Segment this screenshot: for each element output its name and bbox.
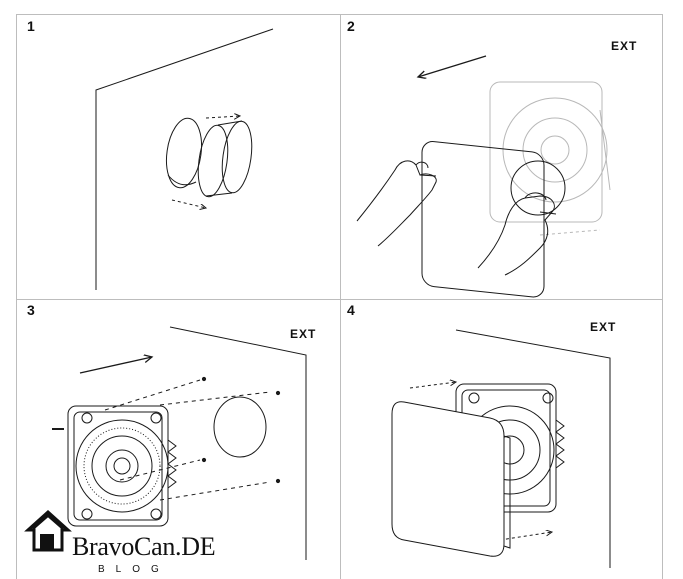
guide-lines	[409, 382, 552, 541]
step-4-number: 4	[347, 302, 355, 318]
step-1-illustration	[95, 28, 274, 290]
remove-arrow	[418, 55, 487, 77]
right-hand	[477, 195, 555, 276]
step-1-number: 1	[27, 18, 35, 34]
wall-outline	[169, 326, 307, 560]
step-3-illustration	[52, 326, 307, 560]
hole-inner-arc	[167, 174, 197, 186]
step-3-number: 3	[27, 302, 35, 318]
step-2-ext-label: EXT	[611, 39, 638, 53]
wall-hole	[213, 396, 267, 458]
cover-panel	[391, 401, 505, 557]
panel-frame	[16, 14, 663, 579]
cover-panel	[421, 141, 545, 298]
wall-outline	[455, 329, 611, 568]
insert-arrow	[79, 357, 152, 374]
seal-ring	[197, 120, 253, 198]
step-4-illustration	[391, 329, 611, 568]
insert-arrow-bottom	[171, 199, 206, 208]
step-3-ext-label: EXT	[290, 327, 317, 341]
guide-lines	[104, 379, 271, 501]
house-icon	[24, 509, 72, 552]
clip-detail-circle	[510, 160, 566, 216]
step-2-number: 2	[347, 18, 355, 34]
watermark-sub: BLOG	[98, 564, 170, 575]
horizontal-divider	[16, 299, 663, 300]
watermark-brand: BravoCan.DE	[72, 532, 216, 561]
right-fingers	[524, 192, 557, 215]
vertical-divider	[340, 14, 341, 579]
wall-outline	[95, 28, 274, 290]
left-hand	[356, 160, 437, 247]
cover-edge	[503, 435, 511, 549]
screw-dots	[201, 376, 281, 484]
left-fingers	[415, 161, 437, 177]
fan-unit	[67, 405, 177, 527]
step-4-ext-label: EXT	[590, 320, 617, 334]
wall-hole-ring	[165, 117, 203, 189]
insert-arrow-top	[205, 116, 240, 118]
step-2-illustration	[356, 55, 611, 298]
